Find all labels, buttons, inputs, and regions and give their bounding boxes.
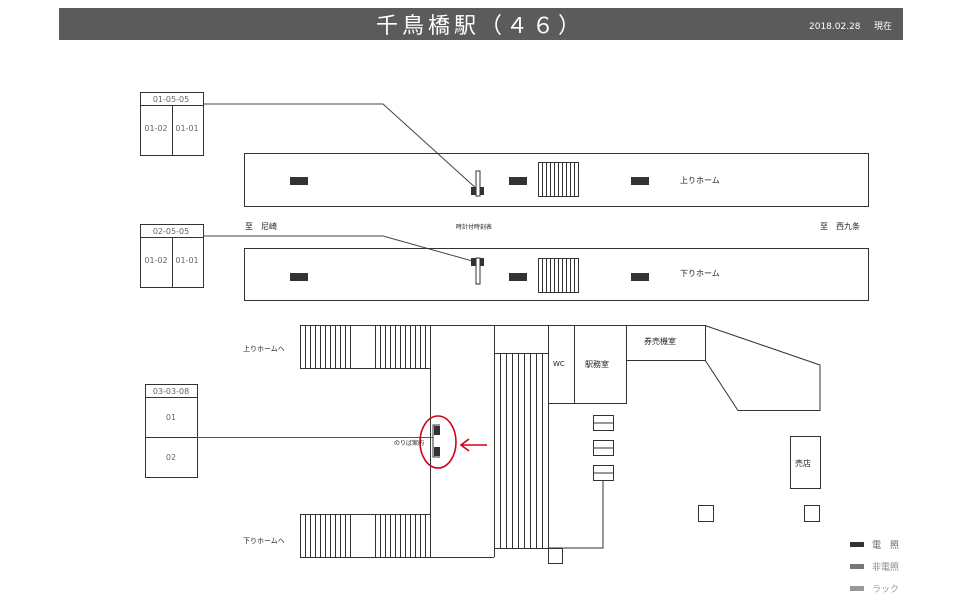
rack-id: 01-05-05 xyxy=(153,95,189,104)
stairs-center xyxy=(494,353,549,549)
ticket-room-label: 券売機室 xyxy=(644,336,676,346)
platform-up-label: 上りホーム xyxy=(680,176,720,185)
page-title: 千鳥橋駅（４６） xyxy=(376,14,584,39)
rack-box-3 xyxy=(145,384,198,478)
arrow-left-icon xyxy=(459,438,487,452)
stairs-down-platform xyxy=(538,258,579,293)
rack-id: 03-03-08 xyxy=(153,387,189,396)
legend-swatch-unlit xyxy=(850,564,864,569)
rack-cell: 01-02 xyxy=(144,256,167,265)
stairs-to-up xyxy=(300,325,351,368)
wc-label: WC xyxy=(553,360,565,368)
stairs-to-down xyxy=(300,514,351,557)
rack-cell: 02 xyxy=(166,453,176,462)
leader-line xyxy=(203,235,477,263)
legend-label: 電 照 xyxy=(872,540,899,551)
station-office-label: 駅務室 xyxy=(585,359,609,369)
direction-right: 至 西九条 xyxy=(820,221,860,231)
rack-cell: 01-01 xyxy=(175,124,198,133)
rack-cell: 01 xyxy=(166,413,176,422)
legend-label: ラック xyxy=(872,584,899,595)
legend-swatch-rack xyxy=(850,586,864,591)
station-office xyxy=(574,325,627,404)
platform-up xyxy=(244,153,869,207)
rack-id: 02-05-05 xyxy=(153,227,189,236)
stairs-up-platform xyxy=(538,162,579,197)
rack-cell: 01-01 xyxy=(175,256,198,265)
date: 2018.02.28 xyxy=(809,22,861,32)
highlight-circle xyxy=(419,415,457,469)
platform-guide-sign xyxy=(432,424,440,458)
rack-box-2 xyxy=(140,224,204,288)
pillar xyxy=(698,505,714,522)
rack-box-1 xyxy=(140,92,204,156)
legend-swatch-lit xyxy=(850,542,864,547)
direction-left: 至 尼崎 xyxy=(245,221,277,231)
stairs-center-treads xyxy=(494,353,549,548)
rack-cell: 01-02 xyxy=(144,124,167,133)
platform-guide-label: のりば案内 xyxy=(394,439,424,447)
clock-timetable-sign-up xyxy=(471,170,484,197)
legend-label: 非電照 xyxy=(872,561,899,573)
kiosk xyxy=(790,436,821,489)
platform-down-label: 下りホーム xyxy=(680,269,720,278)
header-bar xyxy=(59,8,903,40)
legend: 電 照 非電照 ラック xyxy=(850,540,899,595)
ticket-machine-room xyxy=(626,325,706,361)
platform-down xyxy=(244,248,869,301)
leader-line xyxy=(203,103,479,191)
kiosk-label: 売店 xyxy=(795,458,811,468)
lit-signs xyxy=(290,177,649,281)
stairs-to-down xyxy=(375,514,431,557)
to-up-platform-label: 上りホームへ xyxy=(243,344,285,353)
clock-timetable-label: 時計付時刻表 xyxy=(456,223,492,231)
clock-timetable-sign-down xyxy=(471,257,484,285)
stairs-to-up xyxy=(375,325,431,368)
to-down-platform-label: 下りホームへ xyxy=(243,537,285,545)
ticket-machines xyxy=(593,415,614,481)
pillar xyxy=(804,505,820,522)
as-of-label: 現在 xyxy=(874,20,892,32)
